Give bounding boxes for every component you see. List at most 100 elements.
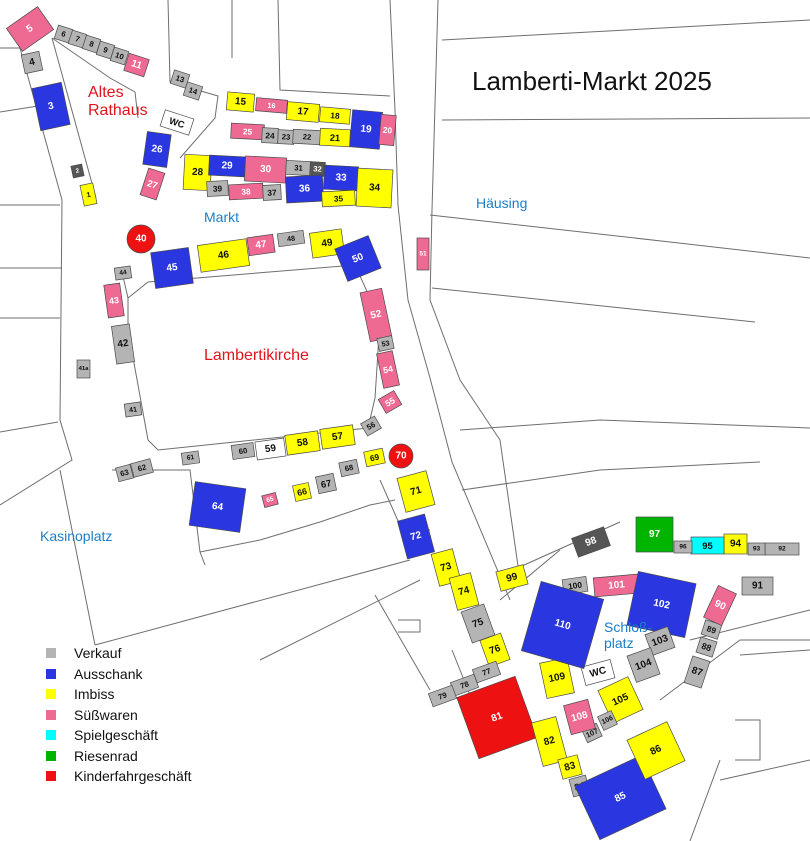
stall-shape: [456, 675, 538, 760]
stall-label: 23: [281, 132, 290, 141]
stall-label: 74: [457, 585, 471, 599]
stall-14: 14: [182, 81, 204, 101]
stall-label: 30: [260, 164, 272, 176]
stall-50: 50: [334, 235, 382, 282]
stall-58: 58: [284, 430, 321, 456]
stall-shape: [123, 52, 150, 78]
stall-8: 8: [81, 34, 102, 54]
stall-label: 92: [778, 546, 786, 553]
stall-label: 52: [369, 308, 383, 321]
stall-label: 27: [146, 177, 159, 191]
legend-item-verkauf: Verkauf: [46, 643, 192, 664]
stall-shape: [230, 442, 256, 460]
stall-shape: [495, 564, 529, 592]
stall-label: 99: [505, 571, 519, 585]
stall-41a: 41a: [76, 359, 91, 379]
stall-label: 64: [211, 501, 224, 514]
stall-shape: [261, 491, 279, 509]
stall-label: WC: [589, 665, 608, 680]
legend-swatch: [46, 648, 56, 659]
stall-shape: [539, 657, 575, 699]
stall-shape: [254, 437, 287, 461]
stall-56: 56: [360, 415, 382, 437]
legend-item-suesswaren: Süßwaren: [46, 705, 192, 726]
legend-item-kinderfahrgeschaeft: Kinderfahrgeschäft: [46, 766, 192, 787]
stall-label: 93: [753, 546, 761, 553]
stall-67: 67: [315, 472, 337, 495]
legend-label: Riesenrad: [74, 747, 138, 764]
page-title: Lamberti-Markt 2025: [472, 66, 712, 96]
stall-shape: [338, 458, 360, 478]
stall-95: 95: [690, 536, 725, 555]
stall-shape: [574, 754, 667, 841]
stall-label: 32: [313, 164, 322, 173]
stall-shape: [130, 458, 154, 478]
stall-21: 21: [319, 127, 351, 148]
stall-label: 2: [75, 167, 80, 175]
stall-shape: [188, 481, 247, 533]
stall-shape: [397, 513, 435, 560]
stall-54: 54: [376, 350, 400, 389]
stall-label: 89: [706, 623, 718, 635]
stall-shape: [196, 238, 251, 273]
stall-shape: [683, 655, 711, 689]
stall-13: 13: [169, 69, 191, 89]
legend-swatch: [46, 750, 56, 761]
stall-label: 98: [584, 535, 599, 549]
stall-31: 31: [285, 159, 312, 177]
stall-shape: [376, 350, 400, 389]
stall-88: 88: [695, 636, 718, 658]
stall-label: 109: [548, 671, 567, 685]
stall-45: 45: [150, 247, 194, 289]
stall-label: 5: [25, 23, 36, 35]
stall-shape: [139, 167, 166, 201]
stall-label: 35: [334, 193, 344, 203]
stall-label: 97: [649, 529, 661, 540]
stall-label: 37: [267, 187, 277, 197]
stall-label: 9: [102, 45, 109, 55]
stall-label: 22: [302, 132, 311, 141]
stall-66: 66: [292, 482, 312, 502]
stall-63: 63: [115, 463, 134, 483]
stall-62: 62: [130, 458, 154, 478]
stall-110: 110: [520, 581, 605, 669]
stall-label: 69: [369, 452, 380, 464]
stall-label: WC: [168, 115, 186, 130]
stall-99: 99: [495, 564, 529, 592]
stall-90: 90: [703, 584, 737, 627]
stall-shape: [520, 581, 605, 669]
stall-label: 16: [267, 101, 276, 111]
stall-94: 94: [723, 533, 748, 555]
stall-17: 17: [285, 101, 321, 123]
stall-104: 104: [626, 647, 661, 683]
stall-18: 18: [319, 106, 351, 125]
stall-79: 79: [427, 684, 458, 708]
stall-label: 75: [471, 616, 486, 630]
stall-label: 41a: [79, 366, 90, 372]
stall-label: 33: [335, 172, 347, 184]
stall-shape: [246, 233, 276, 257]
stall-label: 91: [752, 581, 763, 592]
stall-shape: [563, 698, 596, 736]
stall-label: 60: [238, 446, 248, 456]
stall-label: 31: [294, 163, 304, 172]
stall-25: 25: [230, 122, 265, 141]
legend-label: Verkauf: [74, 645, 122, 662]
stall-label: 110: [553, 617, 572, 632]
stall-label: 82: [543, 735, 557, 749]
stall-shape: [388, 443, 414, 469]
stall-86: 86: [626, 721, 686, 780]
stall-label: 14: [188, 85, 200, 96]
stall-label: 34: [369, 182, 381, 194]
stall-label: 57: [331, 431, 344, 444]
stall-label: 58: [296, 437, 309, 450]
stall-34: 34: [355, 167, 394, 209]
stall-68: 68: [338, 458, 360, 478]
stall-label: 3: [47, 100, 55, 112]
place-label-lambertikirche: Lambertikirche: [204, 347, 309, 364]
stall-shape: [319, 127, 351, 148]
stall-label: 38: [241, 186, 251, 196]
stall-shape: [225, 91, 256, 113]
stall-41: 41: [123, 401, 143, 418]
legend-item-ausschank: Ausschank: [46, 664, 192, 685]
